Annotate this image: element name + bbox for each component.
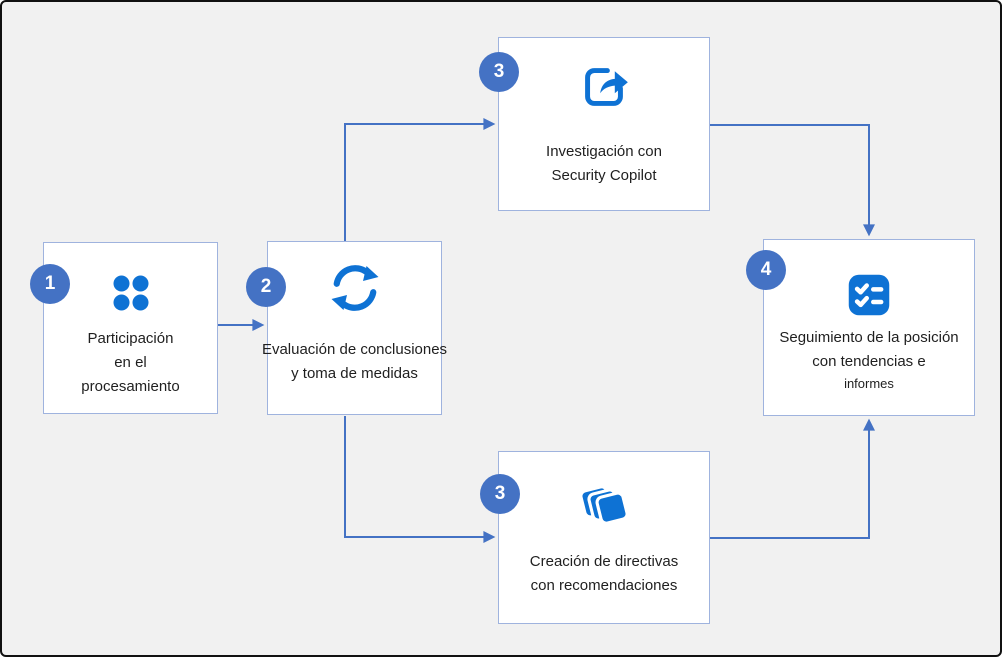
- step-badge-3-investigacion: 3: [479, 52, 519, 92]
- node-participacion-procesamiento: Participación en el procesamiento: [43, 242, 218, 414]
- node-creacion-directivas: Creación de directivas con recomendacion…: [498, 451, 710, 624]
- checklist-icon: [842, 268, 896, 322]
- arrow-2-to-3-top: [344, 118, 496, 241]
- node-label: Evaluación de conclusiones y toma de med…: [261, 341, 448, 382]
- node-label-informes: informes: [844, 376, 894, 391]
- arrow-3-top-to-4: [710, 124, 875, 237]
- arrow-2-to-3-bottom: [344, 416, 496, 543]
- arrow-3-bottom-to-4: [710, 418, 875, 539]
- grid-dots-icon: [109, 271, 153, 315]
- node-investigacion-security-copilot: Investigación con Security Copilot: [498, 37, 710, 211]
- node-label: Creación de directivas con recomendacion…: [529, 553, 679, 594]
- step-badge-2: 2: [246, 267, 286, 307]
- step-badge-4: 4: [746, 250, 786, 290]
- node-label: Participación en el procesamiento: [81, 330, 180, 395]
- node-seguimiento-posicion: Seguimiento de la posición con tendencia…: [763, 239, 975, 416]
- step-badge-3-directivas: 3: [480, 474, 520, 514]
- node-evaluacion-conclusiones: Evaluación de conclusiones y toma de med…: [262, 241, 447, 415]
- node-label: Seguimiento de la posición con tendencia…: [779, 329, 959, 370]
- share-arrow-icon: [577, 60, 631, 114]
- step-badge-1: 1: [30, 264, 70, 304]
- sync-arrows-icon: [325, 258, 385, 318]
- node-label: Investigación con Security Copilot: [546, 143, 662, 184]
- layers-icon: [579, 480, 629, 530]
